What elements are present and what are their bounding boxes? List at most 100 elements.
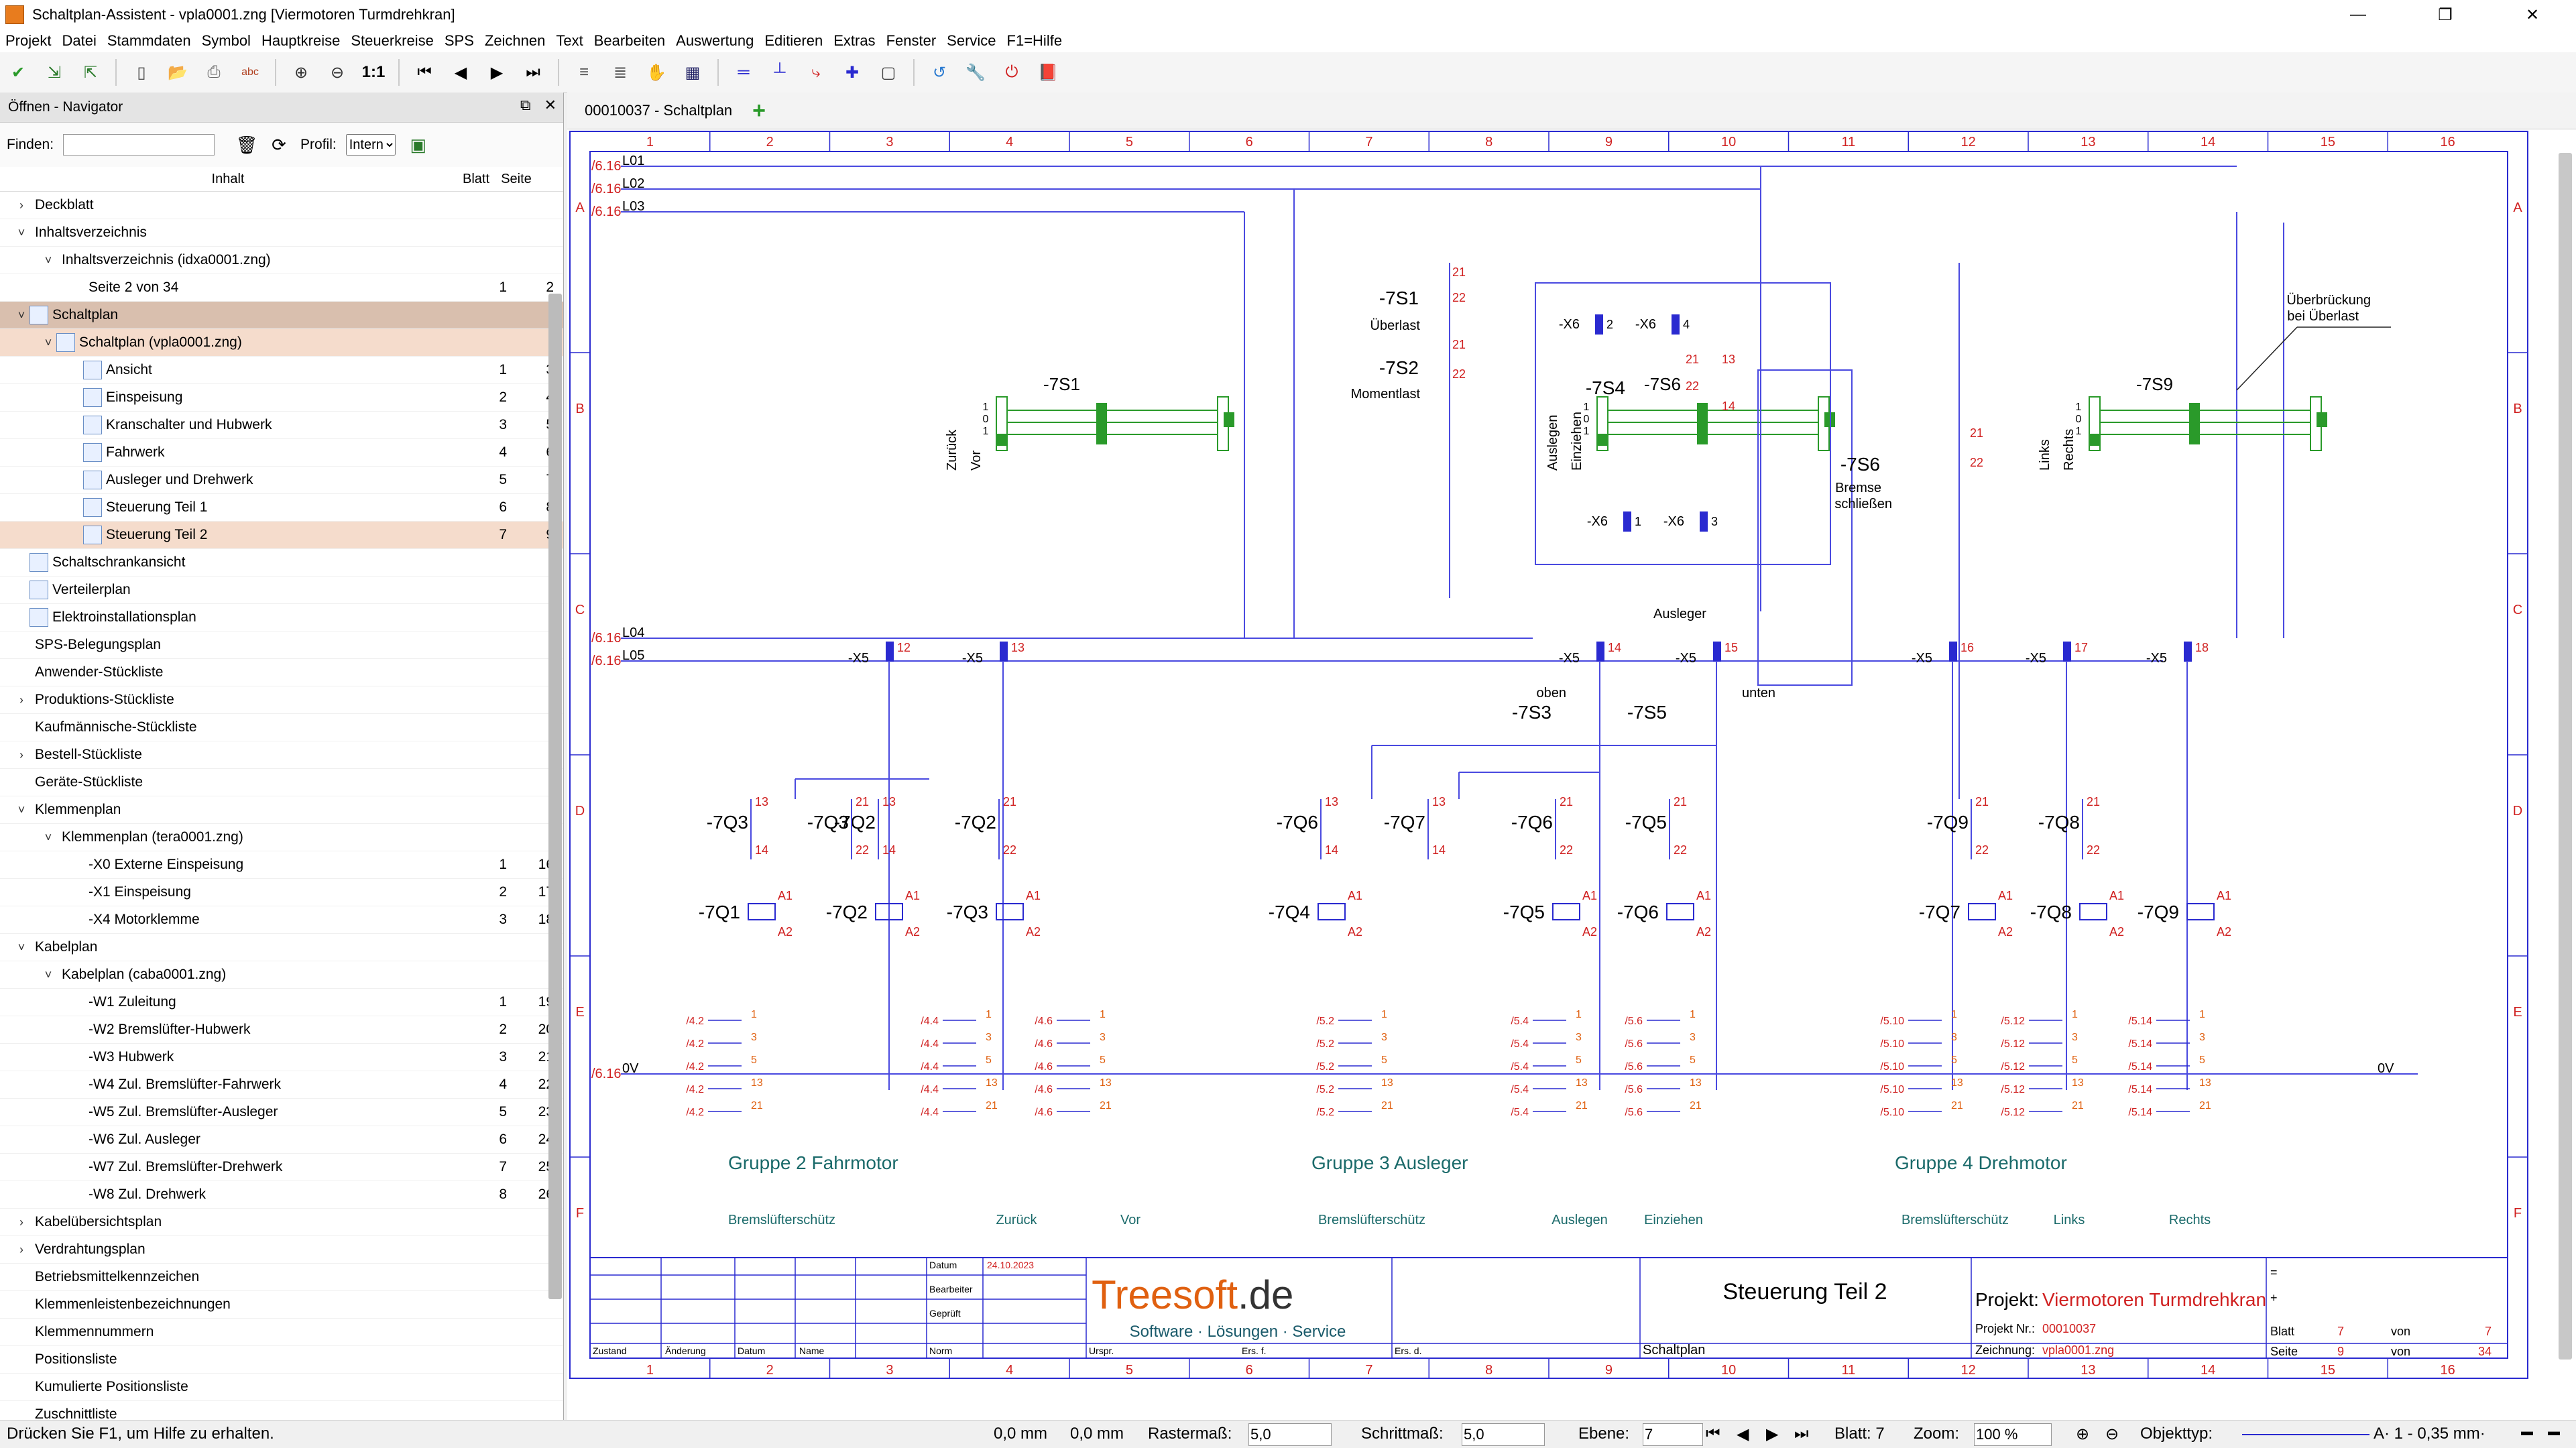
box-icon[interactable]: ▢ bbox=[880, 63, 896, 82]
tree-item[interactable]: Betriebsmittelkennzeichen bbox=[0, 1264, 563, 1291]
last-page-icon[interactable]: ⏭ bbox=[1794, 1425, 1809, 1443]
print-icon[interactable]: ⎙ bbox=[207, 63, 221, 81]
document-tab[interactable]: 00010037 - Schaltplan bbox=[585, 102, 733, 119]
tree-expander-icon[interactable]: › bbox=[19, 692, 23, 707]
tree-item[interactable]: ˅Klemmenplan (tera0001.zng) bbox=[0, 824, 563, 851]
menu-editieren[interactable]: Editieren bbox=[764, 32, 823, 49]
tree-item[interactable]: Schaltschrankansicht bbox=[0, 549, 563, 577]
tree-item[interactable]: Steuerung Teil 168 bbox=[0, 494, 563, 522]
tree-item[interactable]: ˅Schaltplan bbox=[0, 302, 563, 329]
tree-expander-icon[interactable]: ˅ bbox=[17, 308, 25, 322]
ebene-input[interactable] bbox=[1643, 1423, 1703, 1446]
tree-expander-icon[interactable]: › bbox=[19, 747, 23, 762]
profile-select[interactable]: Intern bbox=[345, 134, 396, 156]
tree-item[interactable]: ˅Inhaltsverzeichnis (idxa0001.zng) bbox=[0, 247, 563, 274]
tree-expander-icon[interactable]: ˅ bbox=[44, 830, 52, 844]
prev-page-icon[interactable]: ◀ bbox=[1737, 1425, 1749, 1443]
tree-item[interactable]: ˅Schaltplan (vpla0001.zng) bbox=[0, 329, 563, 357]
tree-item[interactable]: Fahrwerk46 bbox=[0, 439, 563, 467]
import-icon[interactable]: ⇱ bbox=[83, 63, 98, 82]
zoom-input[interactable] bbox=[1974, 1423, 2052, 1446]
tree-expander-icon[interactable]: ˅ bbox=[44, 335, 52, 349]
tree-item[interactable]: ›Verdrahtungsplan bbox=[0, 1236, 563, 1264]
tree-item[interactable]: Ausleger und Drehwerk57 bbox=[0, 467, 563, 494]
bus-icon[interactable]: ═ bbox=[738, 63, 750, 81]
tree-expander-icon[interactable]: ˅ bbox=[44, 967, 52, 981]
next-page-icon[interactable]: ▶ bbox=[1766, 1425, 1779, 1443]
first-icon[interactable]: ⏮ bbox=[417, 63, 432, 81]
undock-icon[interactable]: ⧉ bbox=[520, 97, 531, 113]
menu-bearbeiten[interactable]: Bearbeiten bbox=[593, 32, 666, 49]
tree-item[interactable]: Einspeisung24 bbox=[0, 384, 563, 412]
first-page-icon[interactable]: ⏮ bbox=[1706, 1425, 1720, 1443]
menu-extras[interactable]: Extras bbox=[833, 32, 876, 49]
menu-service[interactable]: Service bbox=[947, 32, 996, 49]
next-icon[interactable]: ▶ bbox=[490, 63, 504, 82]
refresh-icon[interactable]: ⟳ bbox=[272, 134, 286, 155]
close-navigator-icon[interactable]: ✕ bbox=[544, 97, 557, 113]
export-icon[interactable]: ⇲ bbox=[47, 63, 62, 82]
zoom-out-status-icon[interactable]: ⊖ bbox=[2105, 1425, 2119, 1443]
layers-icon[interactable]: ≡ bbox=[579, 63, 589, 81]
tree-expander-icon[interactable]: ˅ bbox=[44, 253, 52, 267]
open-icon[interactable]: 📂 bbox=[168, 63, 188, 82]
menu-steuerkreise[interactable]: Steuerkreise bbox=[351, 32, 434, 49]
cross-icon[interactable]: ✚ bbox=[845, 63, 860, 82]
menu-symbol[interactable]: Symbol bbox=[201, 32, 251, 49]
tree-item[interactable]: SPS-Belegungsplan bbox=[0, 631, 563, 659]
grid-icon[interactable]: ≣ bbox=[613, 63, 628, 82]
book-icon[interactable]: ▣ bbox=[410, 134, 427, 155]
tree-expander-icon[interactable]: ˅ bbox=[17, 225, 25, 239]
tree-expander-icon[interactable]: ˅ bbox=[17, 940, 25, 954]
tree-item[interactable]: Ansicht13 bbox=[0, 357, 563, 384]
menu-sps[interactable]: SPS bbox=[444, 32, 474, 49]
maximize-button[interactable]: ❐ bbox=[2438, 5, 2453, 24]
tree-item[interactable]: Positionsliste bbox=[0, 1346, 563, 1374]
tree-item[interactable]: Kaufmännische-Stückliste bbox=[0, 714, 563, 741]
zoom-in-status-icon[interactable]: ⊕ bbox=[2076, 1425, 2090, 1443]
menu-hauptkreise[interactable]: Hauptkreise bbox=[261, 32, 341, 49]
check-icon[interactable]: ✔ bbox=[11, 63, 25, 82]
document-scrollbar[interactable] bbox=[2559, 153, 2572, 1360]
menu-text[interactable]: Text bbox=[556, 32, 583, 49]
tree-item[interactable]: ›Deckblatt bbox=[0, 192, 563, 219]
schritt-input[interactable] bbox=[1462, 1423, 1545, 1446]
tree-item[interactable]: Kranschalter und Hubwerk35 bbox=[0, 412, 563, 439]
menu-f1-hilfe[interactable]: F1=Hilfe bbox=[1006, 32, 1063, 49]
find-input[interactable] bbox=[63, 134, 215, 156]
tree-item[interactable]: Kumulierte Positionsliste bbox=[0, 1374, 563, 1401]
tree-item[interactable]: Anwender-Stückliste bbox=[0, 659, 563, 686]
menu-fenster[interactable]: Fenster bbox=[886, 32, 937, 49]
junction-icon[interactable]: ┴ bbox=[774, 63, 786, 81]
tree-item[interactable]: Klemmenleistenbezeichnungen bbox=[0, 1291, 563, 1319]
schematic-sheet[interactable]: 1122334455667788991010111112121313141415… bbox=[567, 129, 2552, 1389]
tree-item[interactable]: ›Bestell-Stückliste bbox=[0, 741, 563, 769]
tree-item[interactable]: ›Produktions-Stückliste bbox=[0, 686, 563, 714]
wrench-icon[interactable]: 🔧 bbox=[965, 63, 986, 82]
tree-item[interactable]: ˅Kabelplan (caba0001.zng) bbox=[0, 961, 563, 989]
trash-icon[interactable]: 🗑 bbox=[235, 134, 258, 155]
tree-item[interactable]: Klemmennummern bbox=[0, 1319, 563, 1346]
tree-expander-icon[interactable]: ˅ bbox=[17, 802, 25, 817]
tree-item[interactable]: ˅Kabelplan bbox=[0, 934, 563, 961]
tree-item[interactable]: Steuerung Teil 279 bbox=[0, 522, 563, 549]
zoom-out-icon[interactable]: ⊖ bbox=[330, 63, 345, 82]
add-tab-icon[interactable]: + bbox=[752, 98, 766, 123]
abc-icon[interactable]: abc bbox=[241, 66, 259, 78]
tree-item[interactable]: ˅Inhaltsverzeichnis bbox=[0, 219, 563, 247]
tree-item[interactable]: Verteilerplan bbox=[0, 577, 563, 604]
menu-zeichnen[interactable]: Zeichnen bbox=[484, 32, 546, 49]
last-icon[interactable]: ⏭ bbox=[526, 63, 540, 81]
table-icon[interactable]: ▦ bbox=[685, 63, 701, 82]
wire-icon[interactable]: ⤷ bbox=[811, 63, 821, 81]
